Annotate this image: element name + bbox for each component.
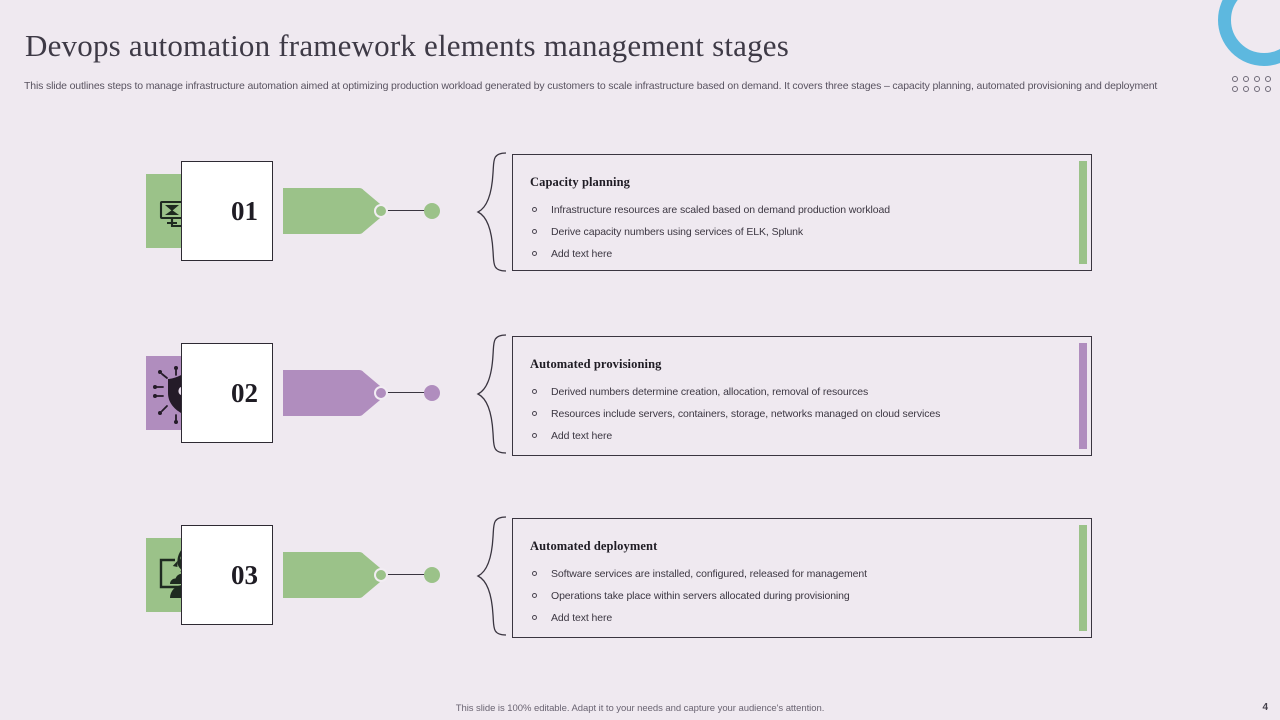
stage-row: 01 Capacity planning Infrastructure reso… (0, 145, 1280, 305)
deco-dot (1243, 76, 1249, 82)
stage-bullet-list: Infrastructure resources are scaled base… (530, 199, 1065, 265)
connector-line (385, 574, 432, 576)
connector-line (385, 392, 432, 394)
bullet-item: Derived numbers determine creation, allo… (530, 381, 1065, 403)
deco-dot (1265, 86, 1271, 92)
deco-dot (1243, 86, 1249, 92)
stage-number: 03 (231, 559, 258, 590)
panel-accent-bar (1079, 343, 1087, 449)
connector-dot-small (374, 204, 388, 218)
stage-row: 03 Automated deployment Software service… (0, 509, 1280, 669)
bullet-item: Resources include servers, containers, s… (530, 403, 1065, 425)
deco-dot (1265, 76, 1271, 82)
stage-number-box: 01 (181, 161, 273, 261)
deco-dot (1254, 76, 1260, 82)
stage-number: 02 (231, 377, 258, 408)
stage-number: 01 (231, 195, 258, 226)
deco-dot (1232, 76, 1238, 82)
connector-dot-large (424, 203, 440, 219)
stage-arrow-shape (283, 551, 387, 599)
page-number: 4 (1262, 702, 1268, 713)
curly-brace-icon (476, 516, 507, 636)
connector-dot-small (374, 386, 388, 400)
dot-grid-decoration (1232, 76, 1272, 92)
connector-dot-large (424, 567, 440, 583)
stage-heading: Automated deployment (530, 539, 658, 553)
stage-arrow-shape (283, 369, 387, 417)
stage-number-box: 03 (181, 525, 273, 625)
stage-content-panel: Automated provisioning Derived numbers d… (512, 336, 1092, 456)
stage-content-panel: Capacity planning Infrastructure resourc… (512, 154, 1092, 271)
stage-heading: Automated provisioning (530, 357, 662, 371)
bullet-item: Operations take place within servers all… (530, 585, 1065, 607)
stage-bullet-list: Software services are installed, configu… (530, 563, 1065, 629)
deco-dot (1232, 86, 1238, 92)
connector-line (385, 210, 432, 212)
bullet-item: Derive capacity numbers using services o… (530, 221, 1065, 243)
slide-header: Devops automation framework elements man… (0, 0, 1280, 118)
stage-bullet-list: Derived numbers determine creation, allo… (530, 381, 1065, 447)
stage-heading: Capacity planning (530, 175, 630, 189)
deco-dot (1254, 86, 1260, 92)
stage-content-panel: Automated deployment Software services a… (512, 518, 1092, 638)
panel-accent-bar (1079, 525, 1087, 631)
bullet-item: Add text here (530, 607, 1065, 629)
curly-brace-icon (476, 334, 507, 454)
connector-dot-small (374, 568, 388, 582)
bullet-item: Add text here (530, 243, 1065, 265)
stage-number-box: 02 (181, 343, 273, 443)
page-subtitle: This slide outlines steps to manage infr… (24, 80, 1158, 92)
page-title: Devops automation framework elements man… (25, 28, 790, 63)
stage-row: 02 Automated provisioning Derived number… (0, 327, 1280, 487)
bullet-item: Software services are installed, configu… (530, 563, 1065, 585)
connector-dot-large (424, 385, 440, 401)
bullet-item: Infrastructure resources are scaled base… (530, 199, 1065, 221)
curly-brace-icon (476, 152, 507, 272)
footer-note: This slide is 100% editable. Adapt it to… (455, 703, 825, 714)
panel-accent-bar (1079, 161, 1087, 264)
bullet-item: Add text here (530, 425, 1065, 447)
stage-arrow-shape (283, 187, 387, 235)
